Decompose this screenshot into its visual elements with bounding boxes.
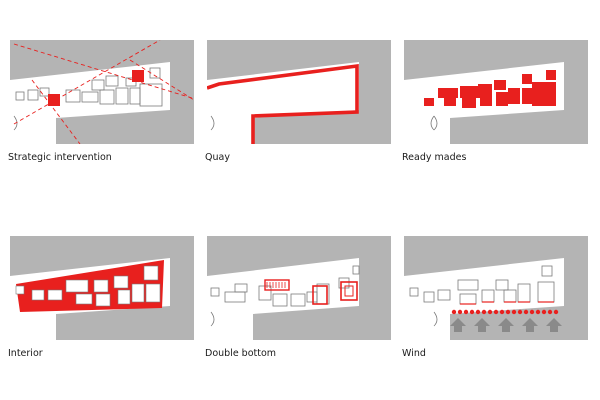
- strategic-intervention-diagram: [10, 40, 194, 144]
- existing-buildings: [13, 67, 163, 131]
- site-plot: [404, 258, 564, 340]
- site-plot: [207, 258, 359, 340]
- caption-quay: Quay: [205, 152, 230, 163]
- quay-edge: [207, 63, 359, 144]
- quay-detail: [210, 115, 215, 131]
- intervention-point-east: [132, 70, 144, 82]
- ready-mades-diagram: [404, 40, 588, 144]
- panel-wind: Wind: [402, 236, 588, 359]
- panel-quay: Quay: [205, 40, 391, 163]
- existing-buildings: [210, 265, 360, 327]
- intervention-point-west: [48, 94, 60, 106]
- panel-ready-mades: Ready mades: [402, 40, 588, 163]
- caption-interior: Interior: [8, 348, 43, 359]
- ready-made-units: [424, 70, 556, 108]
- caption-wind: Wind: [402, 348, 426, 359]
- wind-diagram: [404, 236, 588, 340]
- panel-strategic-intervention: Strategic intervention: [8, 40, 194, 163]
- intervention-lines: [13, 40, 194, 144]
- wind-arrows: [450, 318, 562, 332]
- panel-double-bottom: Double bottom: [205, 236, 391, 359]
- caption-strategic-intervention: Strategic intervention: [8, 152, 112, 163]
- wind-edges: [460, 301, 554, 305]
- double-bottom-highlight: [264, 279, 358, 305]
- interior-buildings: [15, 265, 161, 307]
- interior-diagram: [10, 236, 194, 340]
- panel-interior: Interior: [8, 236, 194, 359]
- wind-barrier-dots: [451, 309, 559, 315]
- caption-double-bottom: Double bottom: [205, 348, 277, 359]
- site-plot: [207, 62, 359, 144]
- caption-ready-mades: Ready mades: [402, 152, 467, 163]
- double-bottom-diagram: [207, 236, 391, 340]
- quay-diagram: [207, 40, 391, 144]
- site-plot: [10, 62, 170, 144]
